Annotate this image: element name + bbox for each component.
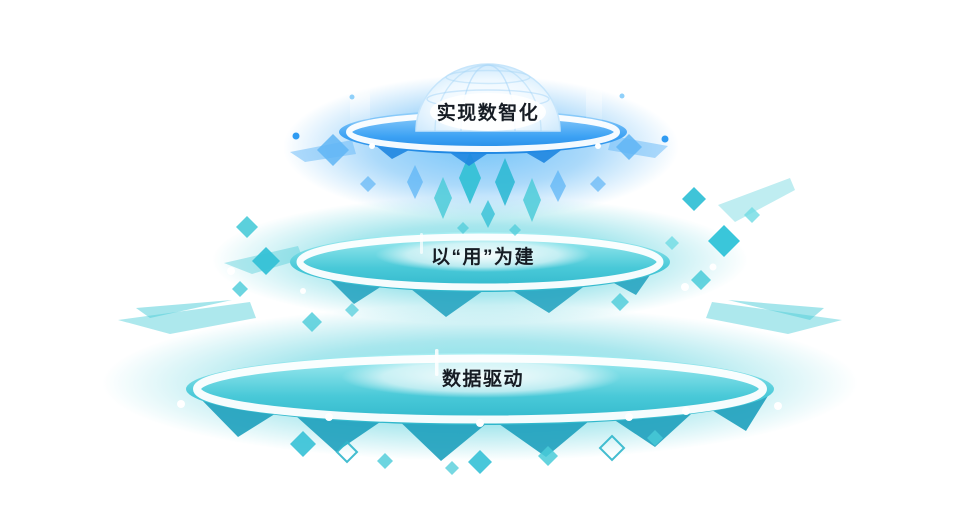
- top-tier-label-glow: [430, 93, 546, 131]
- dome-light-pillar-left: [350, 70, 370, 130]
- tier-top-label: 实现数智化: [437, 101, 540, 124]
- up-arrow-diamond-icon: [459, 152, 481, 204]
- tier-bottom-label: 数据驱动: [442, 367, 524, 390]
- bottom-tier-label-glow: [341, 356, 621, 398]
- up-arrow-diamond-icon: [434, 177, 452, 219]
- tier-middle: 以“用”为建: [212, 178, 795, 324]
- up-arrow-diamond-icon: [481, 200, 495, 228]
- middle-tier-left-deco: [224, 216, 303, 297]
- middle-tier-white-ring: [296, 233, 664, 291]
- middle-tier-ring-dots: [227, 263, 717, 294]
- up-arrow-diamond-icon: [523, 178, 541, 222]
- middle-tier-right-deco: [665, 178, 795, 290]
- up-arrow-diamond-icon: [550, 170, 566, 202]
- bottom-tier-ring-dots: [177, 400, 782, 427]
- up-arrow-diamond-icon: [457, 222, 469, 234]
- up-arrow-diamond-icon: [407, 165, 423, 199]
- top-tier-blue-diamonds: [317, 134, 642, 192]
- tier-top: 实现数智化: [292, 63, 669, 166]
- tier-middle-label: 以“用”为建: [431, 245, 535, 268]
- middle-tier-label-glow: [375, 238, 591, 272]
- burst-up-arrows: [407, 152, 566, 236]
- up-arrow-diamond-icon: [509, 224, 521, 236]
- bottom-tier-deco-diamonds-lower: [290, 430, 663, 475]
- bottom-tier-side-streaks: [118, 300, 842, 334]
- middle-tier-light-pillar: [420, 233, 423, 254]
- bottom-tier-light-pillar: [435, 349, 439, 376]
- top-tier-dots: [292, 93, 669, 149]
- tier-bottom: 数据驱动: [102, 293, 858, 475]
- dome-light-pillar-right: [586, 74, 602, 128]
- up-arrow-diamond-icon: [495, 158, 515, 206]
